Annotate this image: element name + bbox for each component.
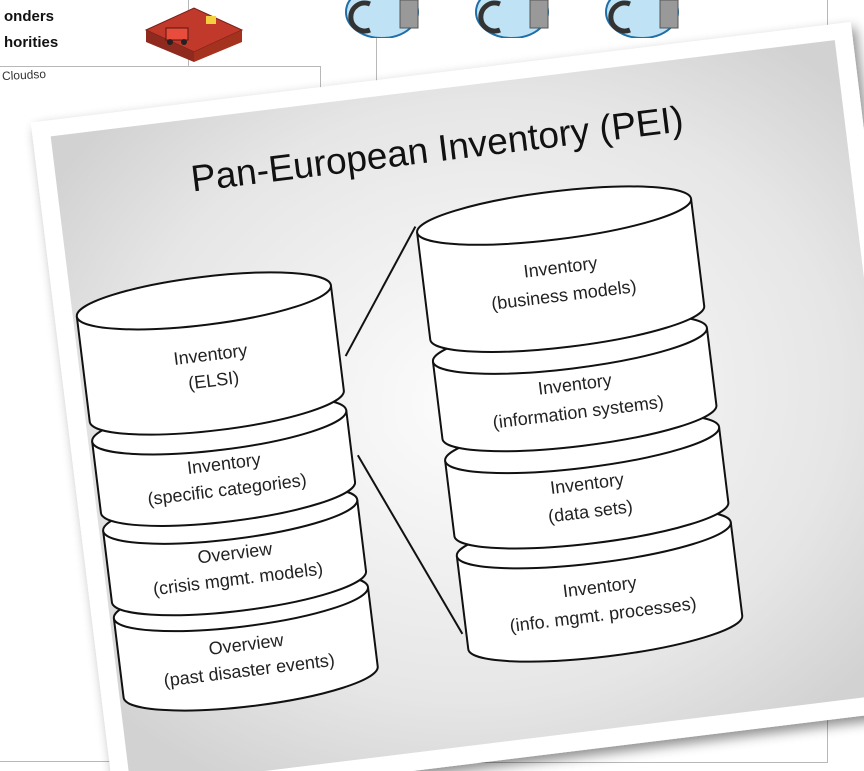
background-text-line-2: horities: [4, 34, 59, 51]
connector-line-bottom: [356, 454, 464, 635]
background-text-line-1: onders: [4, 8, 55, 25]
server-icon: [475, 0, 549, 38]
right-stack: Inventory (info. mgmt. processes) Invent…: [416, 185, 744, 663]
connector-line-top: [344, 226, 417, 357]
server-icons: [345, 0, 679, 38]
cylinder-left-1: Inventory (ELSI): [75, 271, 345, 436]
left-stack: Overview (past disaster events) Overview…: [75, 271, 379, 712]
fire-station-icon: [144, 7, 244, 62]
server-icon: [345, 0, 419, 38]
cylinder-right-1: Inventory (business models): [416, 185, 706, 353]
server-icon: [605, 0, 679, 38]
